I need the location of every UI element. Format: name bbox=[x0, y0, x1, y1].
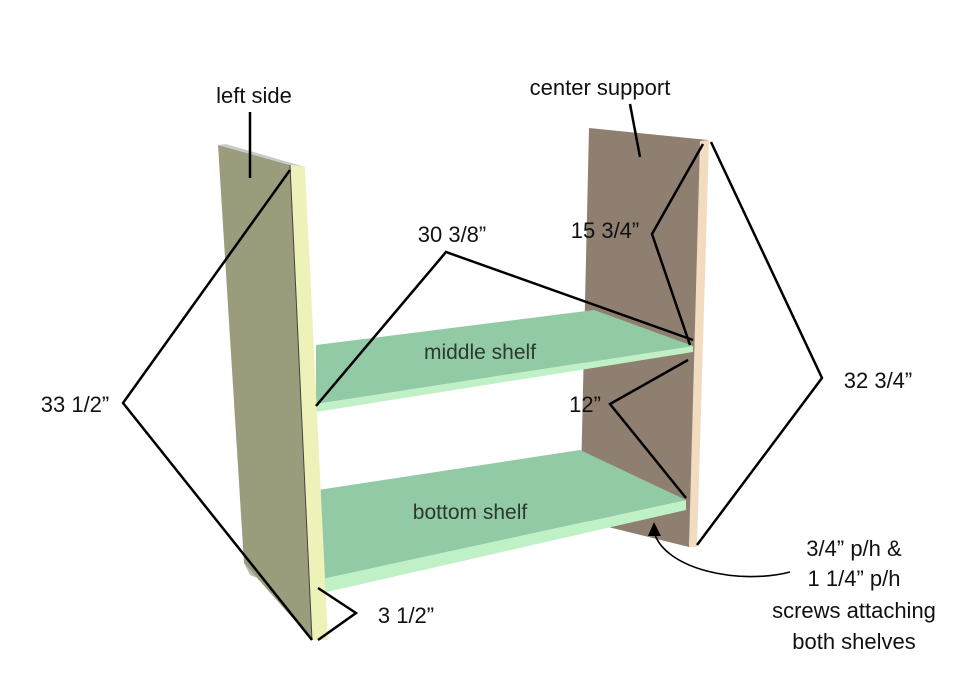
top-gap-dim bbox=[650, 143, 705, 346]
left-side-outline bbox=[289, 164, 313, 641]
shelf-width-label: 30 3/8” bbox=[418, 222, 487, 247]
top-gap-label: 15 3/4” bbox=[571, 218, 640, 243]
shelf-spacing-label: 12” bbox=[569, 392, 601, 417]
left-height-dim bbox=[121, 169, 313, 641]
note-arrow bbox=[653, 531, 791, 578]
center-support-leader bbox=[628, 103, 642, 158]
middle-shelf-label: middle shelf bbox=[424, 341, 536, 364]
bottom-shelf-edge bbox=[318, 500, 686, 594]
note-line-1: 3/4” p/h & bbox=[806, 536, 902, 561]
bottom-shelf-label: bottom shelf bbox=[413, 501, 528, 524]
dimension-lines bbox=[121, 103, 824, 642]
note-line-3: screws attaching bbox=[772, 598, 936, 623]
shelf-width-dim bbox=[315, 250, 694, 407]
shelf-spacing-dim bbox=[608, 358, 689, 499]
left-side-face bbox=[218, 145, 312, 640]
middle-shelf-edge bbox=[316, 346, 693, 412]
left-height-label: 33 1/2” bbox=[41, 392, 110, 417]
note-line-4: both shelves bbox=[792, 629, 916, 654]
middle-shelf-face bbox=[316, 310, 693, 404]
left-side-edge bbox=[290, 165, 328, 640]
left-side-top bbox=[218, 144, 305, 167]
note-arrowhead bbox=[648, 522, 661, 536]
bottom-offset-dim bbox=[317, 586, 359, 642]
note-line-2: 1 1/4” p/h bbox=[808, 566, 901, 591]
support-height-dim bbox=[695, 141, 824, 546]
support-height-label: 32 3/4” bbox=[844, 368, 913, 393]
center-support-edge bbox=[689, 140, 709, 547]
left-side-label: left side bbox=[216, 83, 292, 108]
center-support-label: center support bbox=[530, 75, 671, 100]
bottom-shelf-face bbox=[318, 450, 686, 580]
bottom-offset-label: 3 1/2” bbox=[378, 603, 434, 628]
